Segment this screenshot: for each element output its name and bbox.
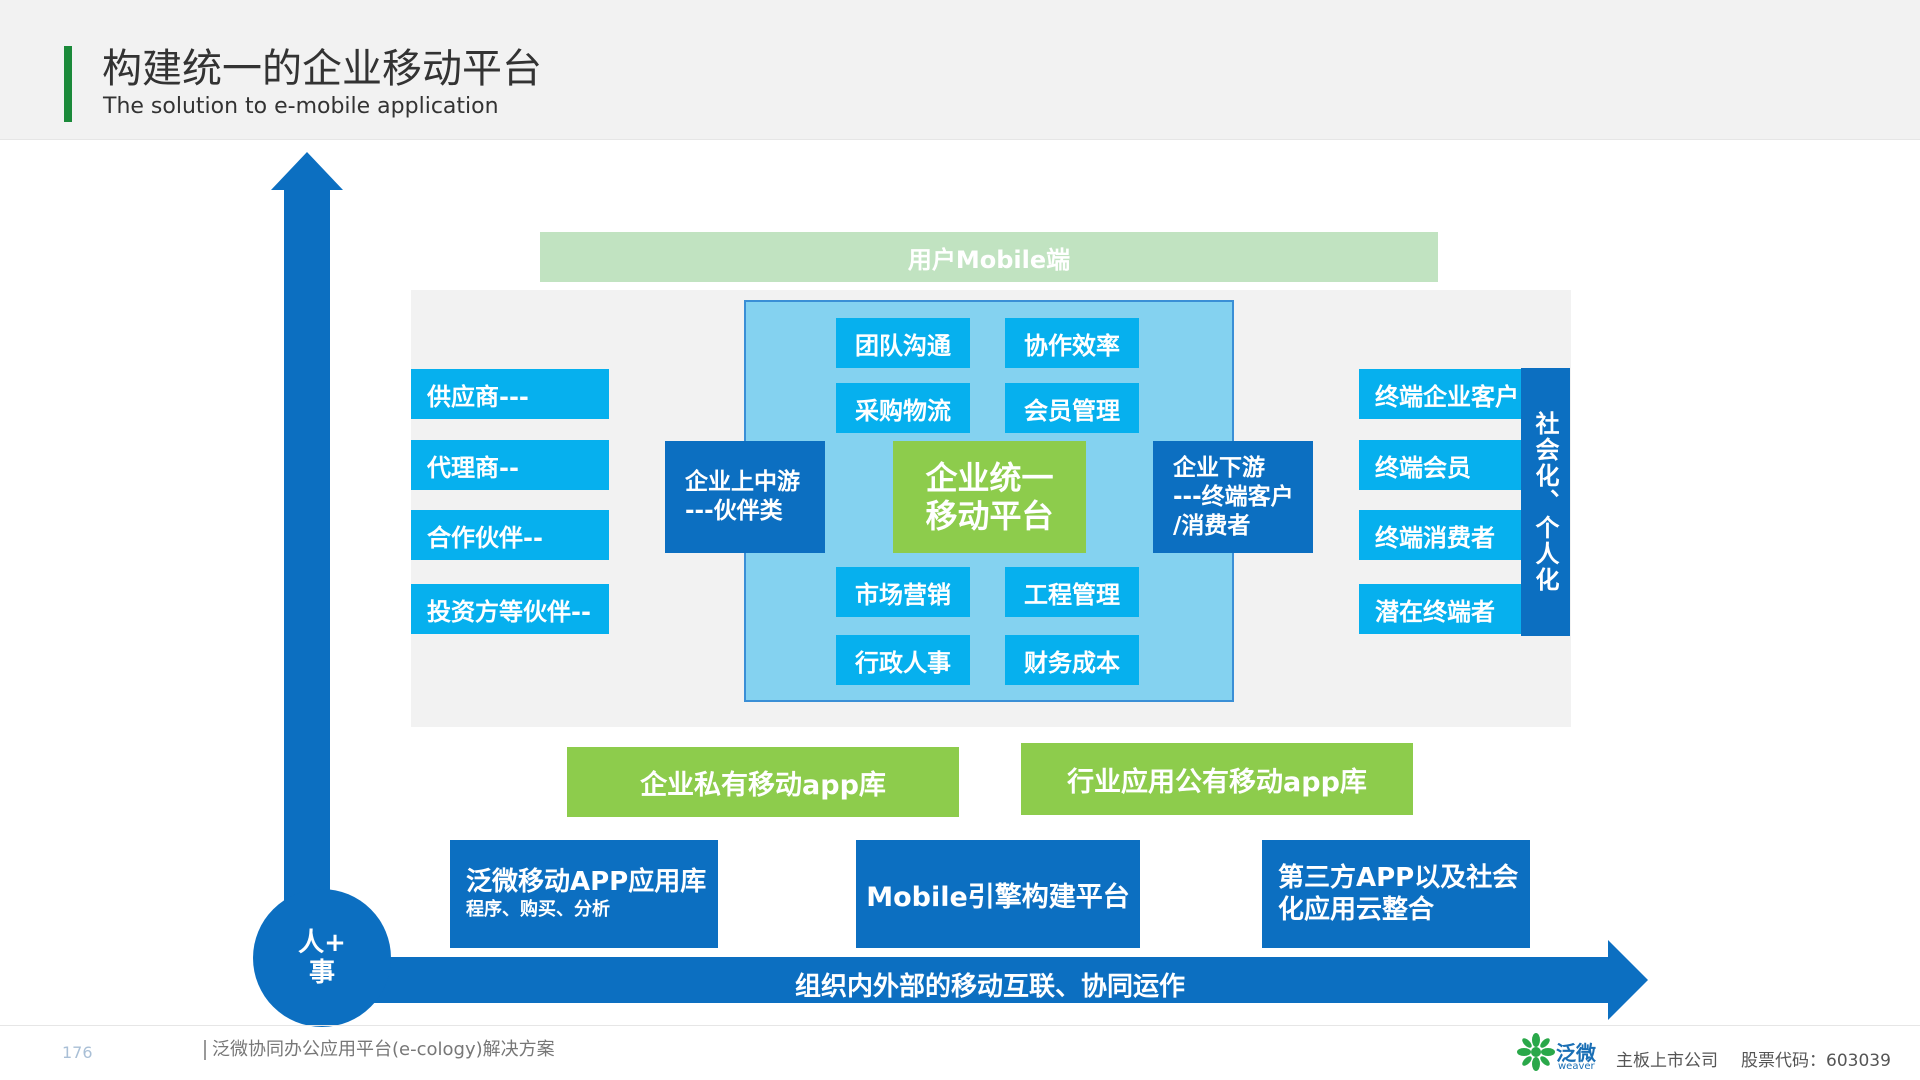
module-marketing: 市场营销 <box>836 567 970 617</box>
partner-item-supplier: 供应商--- <box>411 369 609 419</box>
public-app-library: 行业应用公有移动app库 <box>1021 743 1413 815</box>
unified-mobile-platform-box: 企业统一 移动平台 <box>893 441 1086 553</box>
module-hr-admin: 行政人事 <box>836 635 970 685</box>
page-title: 构建统一的企业移动平台 <box>102 46 542 92</box>
mobile-engine-box: Mobile引擎构建平台 <box>856 840 1140 948</box>
brand-subname: weaver <box>1558 1061 1595 1072</box>
horizontal-axis-label: 组织内外部的移动互联、协同运作 <box>794 972 1185 1002</box>
page-number: 176 <box>62 1043 93 1062</box>
module-member-management: 会员管理 <box>1005 383 1139 433</box>
partner-item-cooperator: 合作伙伴-- <box>411 510 609 560</box>
horizontal-axis-arrow <box>320 940 1648 1020</box>
customer-item-member: 终端会员 <box>1359 440 1521 490</box>
footer-doc-title: 泛微协同办公应用平台(e-cology)解决方案 <box>204 1040 555 1060</box>
private-app-library: 企业私有移动app库 <box>567 747 959 817</box>
title-accent-bar <box>64 46 72 122</box>
weaver-app-store-box: 泛微移动APP应用库 程序、购买、分析 <box>450 840 718 948</box>
module-procurement-logistics: 采购物流 <box>836 383 970 433</box>
page-subtitle: The solution to e-mobile application <box>103 94 499 119</box>
header-band <box>0 0 1920 140</box>
user-mobile-bar: 用户Mobile端 <box>540 232 1438 282</box>
customer-item-potential: 潜在终端者 <box>1359 584 1521 634</box>
socialization-bar: 社会化、个人化 <box>1521 368 1570 636</box>
app-store-subtitle: 程序、购买、分析 <box>466 899 610 920</box>
module-finance-cost: 财务成本 <box>1005 635 1139 685</box>
customer-item-consumer: 终端消费者 <box>1359 510 1521 560</box>
customer-item-enterprise: 终端企业客户 <box>1359 369 1521 419</box>
footer-divider <box>0 1025 1920 1026</box>
listing-text: 主板上市公司 <box>1616 1051 1718 1071</box>
origin-circle <box>253 889 391 1027</box>
partner-item-agent: 代理商-- <box>411 440 609 490</box>
app-store-title: 泛微移动APP应用库 <box>466 867 707 897</box>
weaver-logo-icon <box>1517 1033 1555 1071</box>
vertical-axis-label: 以【事】为导向的纵深协同 <box>329 350 358 674</box>
origin-label: 人+ 事 <box>298 928 346 988</box>
downstream-customers-box: 企业下游 ---终端客户 /消费者 <box>1153 441 1313 553</box>
stock-code: 股票代码：603039 <box>1741 1051 1891 1071</box>
vertical-axis-arrow <box>271 152 343 940</box>
module-collaboration-efficiency: 协作效率 <box>1005 318 1139 368</box>
partner-item-investor: 投资方等伙伴-- <box>411 584 609 634</box>
module-project-management: 工程管理 <box>1005 567 1139 617</box>
module-team-communication: 团队沟通 <box>836 318 970 368</box>
third-party-integration-box: 第三方APP以及社会 化应用云整合 <box>1262 840 1530 948</box>
upstream-partners-box: 企业上中游 ---伙伴类 <box>665 441 825 553</box>
brand-name: 泛微 <box>1556 1041 1596 1065</box>
